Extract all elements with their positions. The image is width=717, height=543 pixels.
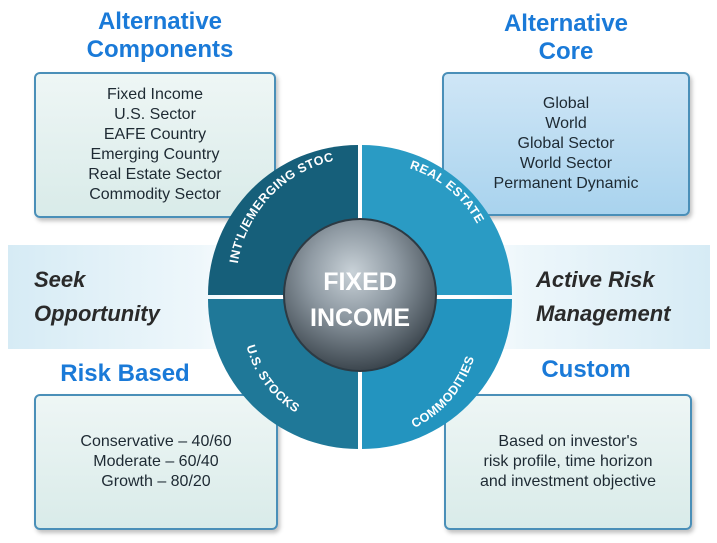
risk-item: Conservative – 40/60 [80, 433, 232, 450]
custom-item: risk profile, time horizon [483, 453, 653, 470]
components-item: Emerging Country [90, 146, 220, 163]
core-item: Permanent Dynamic [493, 175, 639, 192]
heading-alternative-core: Alternative Core [446, 10, 686, 66]
center-label-line-2: INCOME [310, 304, 410, 332]
band-right-line-1: Active Risk [536, 267, 655, 292]
core-item: World [545, 115, 587, 132]
band-left-line-1: Seek [34, 267, 86, 292]
risk-item: Growth – 80/20 [101, 473, 211, 490]
heading-components-line-1: Alternative [97, 8, 223, 35]
band-right-line-2: Management [536, 301, 671, 326]
center-label-line-1: FIXED [323, 268, 397, 296]
components-item: Fixed Income [106, 86, 204, 103]
core-item: World Sector [519, 155, 613, 172]
heading-alternative-components: Alternative Components [40, 8, 280, 64]
components-item: EAFE Country [103, 126, 207, 143]
band-left-line-2: Opportunity [34, 301, 160, 326]
heading-components-line-2: Components [86, 36, 234, 63]
components-item: Commodity Sector [89, 186, 221, 203]
components-item: U.S. Sector [114, 106, 196, 123]
center-globe [283, 218, 437, 372]
heading-core-line-1: Alternative [503, 10, 629, 37]
core-item: Global [542, 95, 590, 112]
heading-custom: Custom [541, 356, 631, 383]
seek-opportunity-band: Seek Opportunity [8, 245, 248, 349]
active-risk-management-band: Active Risk Management [470, 245, 710, 349]
custom-item: and investment objective [479, 473, 657, 490]
heading-risk-based: Risk Based [60, 360, 190, 387]
components-item: Real Estate Sector [88, 166, 222, 183]
core-item: Global Sector [517, 135, 615, 152]
heading-core-line-2: Core [538, 38, 594, 65]
risk-item: Moderate – 60/40 [93, 453, 219, 470]
custom-box: Based on investor's risk profile, time ho… [444, 394, 692, 530]
custom-item: Based on investor's [498, 433, 638, 450]
